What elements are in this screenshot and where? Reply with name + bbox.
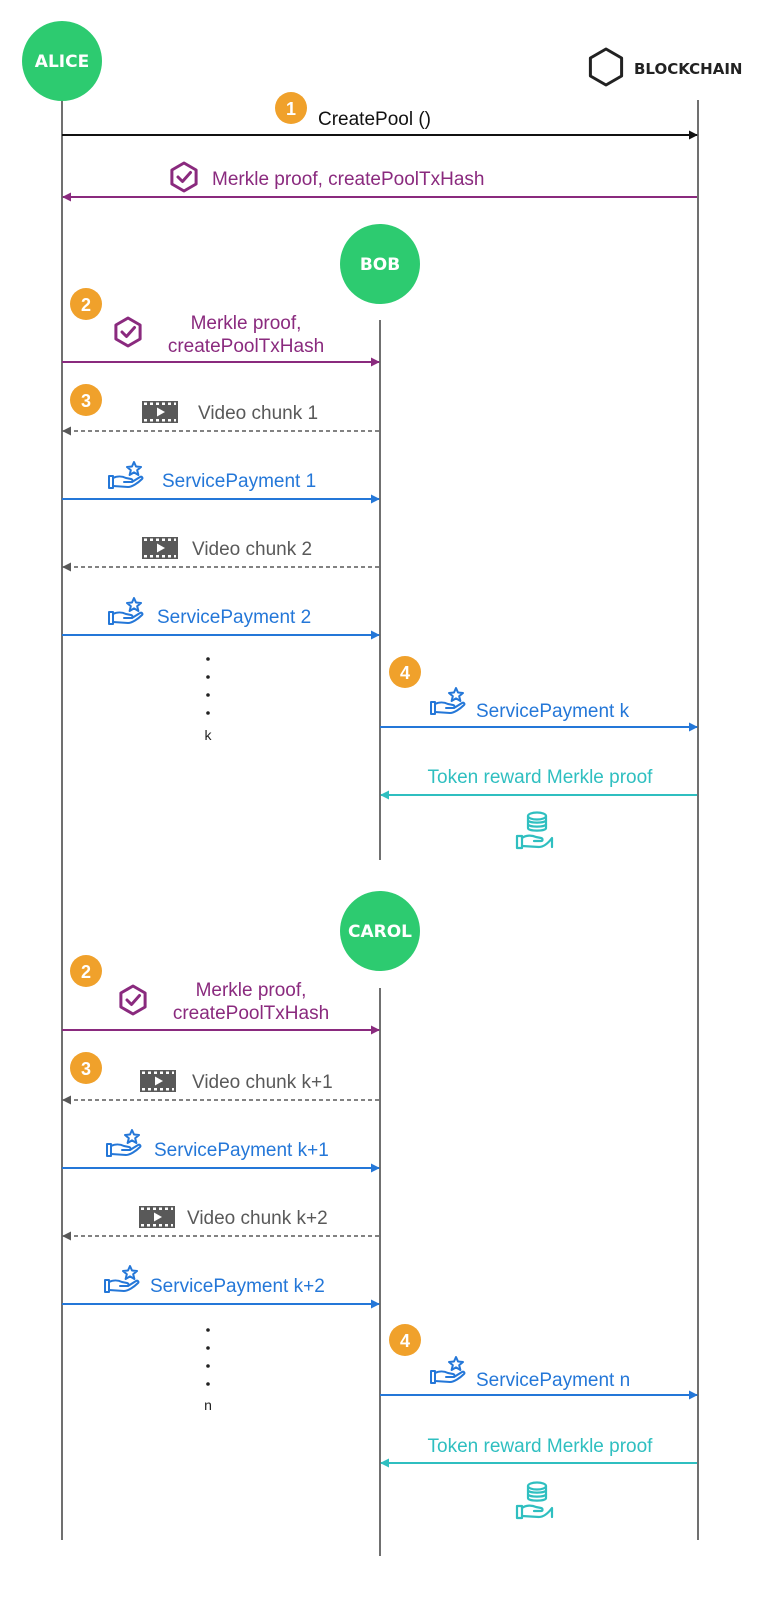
carol-service-payment-2-label: ServicePayment k+2 bbox=[150, 1276, 325, 1297]
carol-service-payment-1-label: ServicePayment k+1 bbox=[154, 1140, 329, 1161]
carol-merkle-line1: Merkle proof, bbox=[196, 980, 307, 1001]
carol-token-reward-label: Token reward Merkle proof bbox=[428, 1436, 654, 1457]
step-badge-2-carol-label: 2 bbox=[81, 962, 91, 982]
actor-carol-label: CAROL bbox=[348, 922, 412, 942]
actor-alice: ALICE bbox=[22, 21, 102, 101]
ellipsis-end-carol: n bbox=[204, 1397, 212, 1413]
actor-bob: BOB bbox=[340, 224, 420, 304]
step-badge-4-bob-label: 4 bbox=[400, 663, 410, 683]
actor-blockchain: BLOCKCHAIN bbox=[588, 47, 742, 87]
hand-star-icon bbox=[108, 461, 144, 489]
check-hexagon-icon bbox=[114, 316, 142, 348]
bob-merkle-line1: Merkle proof, bbox=[191, 313, 302, 334]
step-badge-3-bob: 3 bbox=[70, 384, 102, 416]
film-play-icon bbox=[140, 1070, 176, 1092]
actor-alice-label: ALICE bbox=[35, 52, 89, 72]
hand-star-icon bbox=[430, 1356, 466, 1384]
step-badge-4-bob: 4 bbox=[389, 656, 421, 688]
merkle-proof-top-label: Merkle proof, createPoolTxHash bbox=[212, 169, 484, 190]
carol-service-payment-n-label: ServicePayment n bbox=[476, 1370, 630, 1391]
hand-star-icon bbox=[108, 597, 144, 625]
step-badge-4-carol-label: 4 bbox=[400, 1331, 410, 1351]
film-play-icon bbox=[142, 537, 178, 559]
actor-blockchain-label: BLOCKCHAIN bbox=[634, 60, 742, 78]
bob-token-reward-label: Token reward Merkle proof bbox=[428, 767, 654, 788]
step-badge-1: 1 bbox=[275, 92, 307, 124]
step-badge-2-bob-label: 2 bbox=[81, 295, 91, 315]
step-badge-3-carol-label: 3 bbox=[81, 1059, 91, 1079]
ellipsis-end-bob: k bbox=[205, 727, 213, 743]
hand-star-icon bbox=[106, 1129, 142, 1157]
carol-video-chunk-2-label: Video chunk k+2 bbox=[187, 1208, 328, 1229]
step-badge-3-bob-label: 3 bbox=[81, 391, 91, 411]
bob-merkle-line2: createPoolTxHash bbox=[168, 336, 324, 357]
bob-service-payment-k-label: ServicePayment k bbox=[476, 701, 630, 722]
hand-coin-stack-icon bbox=[515, 1481, 554, 1520]
check-hexagon-icon bbox=[170, 161, 198, 193]
bob-service-payment-1-label: ServicePayment 1 bbox=[162, 471, 316, 492]
film-play-icon bbox=[139, 1206, 175, 1228]
ellipsis-dots-carol bbox=[206, 1328, 210, 1386]
carol-merkle-line2: createPoolTxHash bbox=[173, 1003, 329, 1024]
create-pool-label: CreatePool () bbox=[318, 109, 431, 130]
actor-bob-label: BOB bbox=[360, 255, 400, 275]
step-badge-4-carol: 4 bbox=[389, 1324, 421, 1356]
hand-star-icon bbox=[104, 1265, 140, 1293]
bob-video-chunk-1-label: Video chunk 1 bbox=[198, 403, 318, 424]
hand-star-icon bbox=[430, 687, 466, 715]
bob-service-payment-2-label: ServicePayment 2 bbox=[157, 607, 311, 628]
actor-carol: CAROL bbox=[340, 891, 420, 971]
hand-coin-stack-icon bbox=[515, 811, 554, 850]
step-badge-2-bob: 2 bbox=[70, 288, 102, 320]
hexagon-icon bbox=[588, 47, 624, 87]
step-badge-3-carol: 3 bbox=[70, 1052, 102, 1084]
ellipsis-dots-bob bbox=[206, 657, 210, 715]
film-play-icon bbox=[142, 401, 178, 423]
step-badge-1-label: 1 bbox=[286, 99, 296, 119]
check-hexagon-icon bbox=[119, 984, 147, 1016]
carol-video-chunk-1-label: Video chunk k+1 bbox=[192, 1072, 333, 1093]
bob-video-chunk-2-label: Video chunk 2 bbox=[192, 539, 312, 560]
step-badge-2-carol: 2 bbox=[70, 955, 102, 987]
